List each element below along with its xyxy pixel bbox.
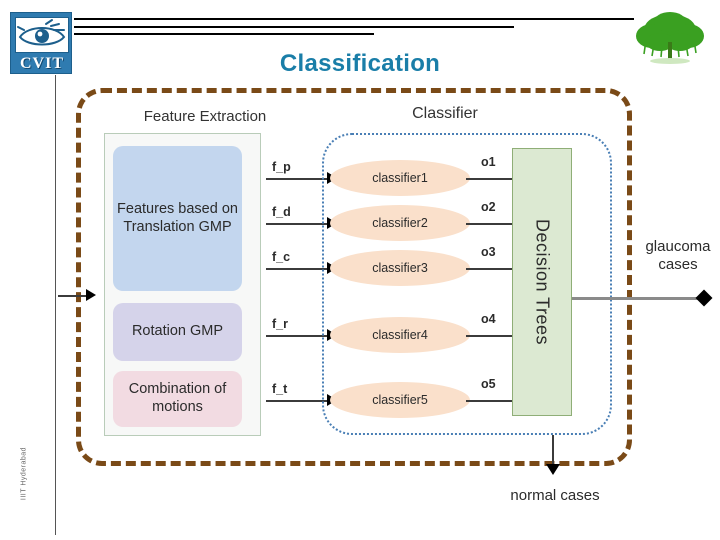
output-label-o3: o3 <box>481 245 496 259</box>
feature-connector-fp <box>266 178 336 180</box>
feature-box-combination-of-motions[interactable]: Combination of motions <box>113 371 242 427</box>
outcome-label-glaucoma: glaucoma cases <box>645 238 711 274</box>
edge-label-fp: f_p <box>272 160 291 174</box>
pipeline-frame <box>76 88 632 466</box>
output-connector-o3 <box>466 268 514 270</box>
header-rule-3 <box>74 33 374 35</box>
output-label-o2: o2 <box>481 200 496 214</box>
feature-connector-fr <box>266 335 336 337</box>
institute-side-label: IIIT Hyderabad <box>20 446 28 501</box>
classifier-node-2[interactable]: classifier2 <box>330 205 470 241</box>
output-connector-o4 <box>466 335 514 337</box>
output-connector-o1 <box>466 178 514 180</box>
cvit-logo: CVIT <box>10 12 72 74</box>
normal-connector <box>552 435 554 467</box>
classifier-node-3[interactable]: classifier3 <box>330 250 470 286</box>
feature-box-rotation-gmp[interactable]: Rotation GMP <box>113 303 242 361</box>
tree-icon <box>630 8 710 70</box>
output-connector-o2 <box>466 223 514 225</box>
decision-trees-box[interactable]: Decision Trees <box>512 148 572 416</box>
decision-trees-label: Decision Trees <box>532 218 553 346</box>
output-label-o4: o4 <box>481 312 496 326</box>
eye-icon <box>15 17 69 53</box>
classifier-node-5[interactable]: classifier5 <box>330 382 470 418</box>
glaucoma-connector <box>572 297 702 300</box>
normal-arrowhead-icon <box>546 464 560 475</box>
classifier-title: Classifier <box>412 105 478 122</box>
header-rule-2 <box>74 26 514 28</box>
cvit-logo-text: CVIT <box>19 55 64 72</box>
feature-box-translation-gmp[interactable]: Features based on Translation GMP <box>113 146 242 291</box>
input-connector <box>58 295 92 297</box>
feature-connector-fd <box>266 223 336 225</box>
feature-connector-fc <box>266 268 336 270</box>
classifier-node-4[interactable]: classifier4 <box>330 317 470 353</box>
classifier-node-1[interactable]: classifier1 <box>330 160 470 196</box>
edge-label-ft: f_t <box>272 382 288 396</box>
edge-label-fc: f_c <box>272 250 291 264</box>
feature-extraction-title: Feature Extraction <box>143 108 267 125</box>
header-rule-1 <box>74 18 634 20</box>
left-vertical-rule <box>55 75 56 535</box>
feature-connector-ft <box>266 400 336 402</box>
output-connector-o5 <box>466 400 514 402</box>
glaucoma-endpoint-marker-icon <box>695 289 713 307</box>
output-label-o5: o5 <box>481 377 496 391</box>
edge-label-fd: f_d <box>272 205 291 219</box>
page-title: Classification <box>279 50 441 77</box>
edge-label-fr: f_r <box>272 317 288 331</box>
input-arrowhead-icon <box>86 289 96 301</box>
outcome-label-normal: normal cases <box>510 487 600 504</box>
output-label-o1: o1 <box>481 155 496 169</box>
classifier-group <box>322 133 612 435</box>
